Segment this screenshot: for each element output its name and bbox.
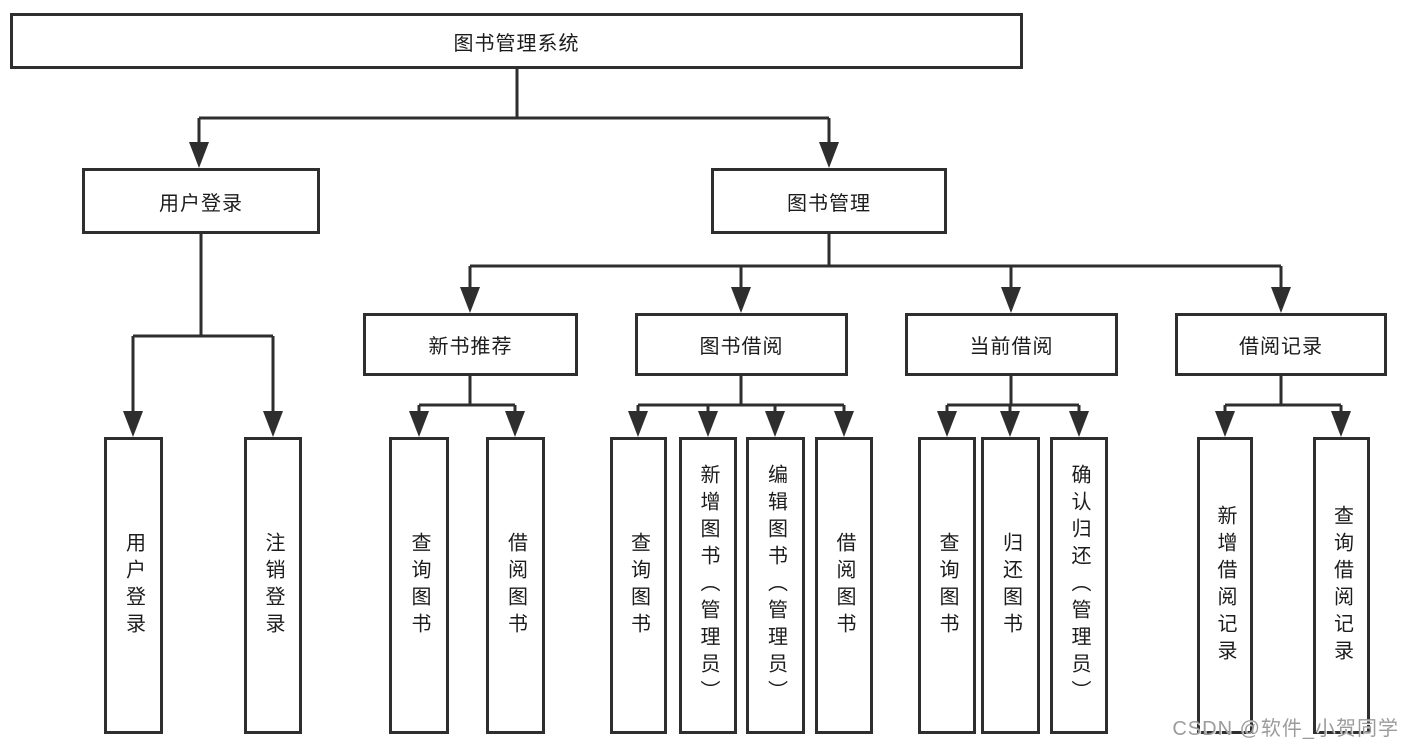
arrowhead (409, 411, 429, 437)
node-new-book-recommend-label: 新书推荐 (428, 336, 513, 358)
leaf-current-query-books: 查询图书 (918, 437, 976, 734)
connector-borrow-records-to-leaves (1215, 376, 1351, 437)
leaf-newbook-borrow-books-label: 借阅图书 (504, 531, 527, 640)
arrowhead (819, 142, 839, 168)
arrowhead (765, 411, 785, 437)
node-new-book-recommend: 新书推荐 (363, 313, 578, 376)
node-root-label: 图书管理系统 (453, 32, 580, 55)
watermark: CSDN @软件_小贺同学 (1172, 718, 1399, 740)
arrowhead (731, 287, 751, 313)
leaf-current-return-books: 归还图书 (981, 437, 1040, 734)
leaf-newbook-borrow-books: 借阅图书 (486, 437, 545, 734)
arrowhead (263, 411, 283, 437)
arrowhead (834, 411, 854, 437)
node-user-login: 用户登录 (82, 168, 320, 234)
leaf-borrowing-query-books-label: 查询图书 (627, 531, 650, 640)
arrowhead (1331, 411, 1351, 437)
leaf-current-return-books-label: 归还图书 (999, 531, 1022, 640)
arrowhead (698, 411, 718, 437)
arrowhead (1000, 411, 1020, 437)
connector-user-login-to-leaves (123, 234, 283, 437)
leaf-user-login-label: 用户登录 (122, 531, 145, 640)
leaf-borrowing-edit-books-admin: 编辑图书（管理员） (746, 437, 805, 734)
connector-new-book-recommend-to-leaves (409, 376, 525, 437)
node-book-management-label: 图书管理 (787, 192, 871, 215)
leaf-records-add-record: 新增借阅记录 (1197, 437, 1253, 734)
arrowhead (1271, 287, 1291, 313)
leaf-current-confirm-return-admin-label: 确认归还（管理员） (1068, 464, 1090, 707)
arrowhead (189, 142, 209, 168)
connector-book-management-to-level3 (460, 234, 1291, 313)
arrowhead (123, 411, 143, 437)
connector-current-borrowing-to-leaves (937, 376, 1089, 437)
node-current-borrowing: 当前借阅 (905, 313, 1118, 376)
leaf-current-query-books-label: 查询图书 (936, 531, 958, 640)
leaf-borrowing-edit-books-admin-label: 编辑图书（管理员） (764, 464, 787, 707)
leaf-records-add-record-label: 新增借阅记录 (1214, 504, 1236, 667)
node-book-borrowing-label: 图书借阅 (699, 336, 784, 358)
leaf-records-query-record-label: 查询借阅记录 (1330, 504, 1353, 667)
node-book-management: 图书管理 (711, 168, 947, 234)
leaf-newbook-query-books-label: 查询图书 (408, 531, 430, 640)
arrowhead (628, 411, 648, 437)
leaf-records-query-record: 查询借阅记录 (1313, 437, 1370, 734)
leaf-borrowing-borrow-books: 借阅图书 (815, 437, 873, 734)
arrowhead (937, 411, 957, 437)
connector-book-borrowing-to-leaves (628, 376, 854, 437)
arrowhead (1069, 411, 1089, 437)
connector-root-to-level2 (189, 69, 839, 168)
node-borrow-records: 借阅记录 (1175, 313, 1387, 376)
arrowhead (1001, 287, 1021, 313)
arrowhead (1215, 411, 1235, 437)
node-book-borrowing: 图书借阅 (635, 313, 848, 376)
leaf-current-confirm-return-admin: 确认归还（管理员） (1050, 437, 1108, 734)
arrowhead (460, 287, 480, 313)
leaf-user-login: 用户登录 (104, 437, 163, 734)
leaf-borrowing-query-books: 查询图书 (610, 437, 667, 734)
node-current-borrowing-label: 当前借阅 (969, 336, 1054, 358)
arrowhead (505, 411, 525, 437)
node-root: 图书管理系统 (10, 13, 1023, 69)
node-user-login-label: 用户登录 (159, 192, 243, 215)
leaf-borrowing-borrow-books-label: 借阅图书 (833, 531, 855, 640)
leaf-borrowing-add-books-admin-label: 新增图书（管理员） (697, 464, 719, 707)
leaf-borrowing-add-books-admin: 新增图书（管理员） (679, 437, 737, 734)
leaf-logout: 注销登录 (244, 437, 302, 734)
node-borrow-records-label: 借阅记录 (1239, 336, 1323, 358)
leaf-logout-label: 注销登录 (262, 531, 284, 640)
leaf-newbook-query-books: 查询图书 (389, 437, 449, 734)
